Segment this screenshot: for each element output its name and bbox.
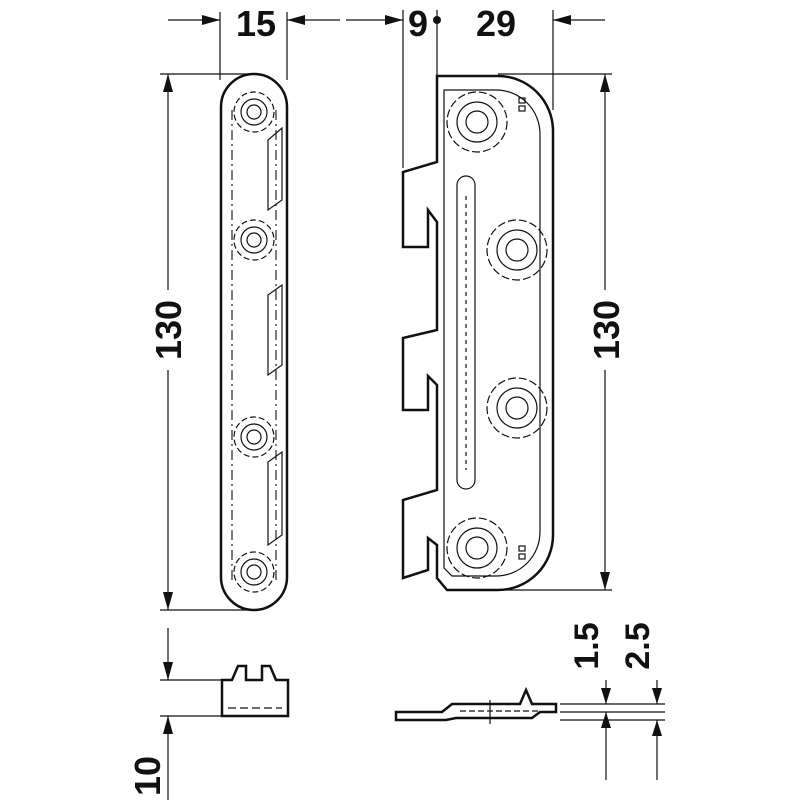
- dim-label-right-height: 130: [586, 300, 627, 360]
- right-bracket-plate: [401, 74, 555, 592]
- screw-hole-right-1: [446, 91, 508, 153]
- dimension-side-height: 10: [127, 628, 225, 800]
- dimension-left-height: 130: [148, 73, 252, 611]
- dimension-top-depth: 29: [476, 3, 605, 110]
- screw-hole-right-4: [446, 517, 508, 579]
- dimension-top-width: 15: [168, 3, 340, 80]
- screw-hole-left-2: [233, 219, 275, 261]
- dim-label-top-offset: 9: [408, 3, 428, 44]
- left-bracket-strip: [219, 72, 289, 612]
- screw-hole-left-1: [233, 91, 275, 133]
- dim-label-thickness-a: 1.5: [568, 622, 606, 669]
- dim-label-side-height: 10: [127, 756, 168, 796]
- screw-hole-right-3: [486, 377, 548, 439]
- dimension-top-offset: 9: [346, 3, 441, 168]
- dim-label-top-width: 15: [236, 3, 276, 44]
- screw-hole-left-3: [233, 416, 275, 458]
- dimension-thickness-b: 2.5: [560, 622, 665, 780]
- screw-hole-left-4: [233, 551, 275, 593]
- dim-label-top-depth: 29: [476, 3, 516, 44]
- dimension-right-height: 130: [498, 73, 627, 591]
- dim-label-left-height: 130: [148, 300, 189, 360]
- dim-label-thickness-b: 2.5: [619, 622, 657, 669]
- dimension-thickness-a: 1.5: [560, 622, 665, 780]
- screw-hole-right-2: [486, 219, 548, 281]
- left-end-view: [220, 664, 290, 718]
- right-side-profile: [394, 686, 558, 724]
